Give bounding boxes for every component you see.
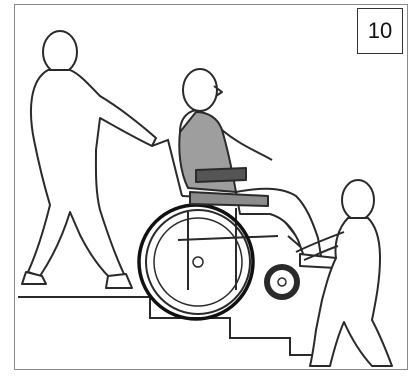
staircase (18, 297, 318, 355)
step-number-badge: 10 (357, 8, 403, 54)
helper-front-figure (296, 180, 392, 366)
helper-pushing-figure (22, 31, 156, 288)
